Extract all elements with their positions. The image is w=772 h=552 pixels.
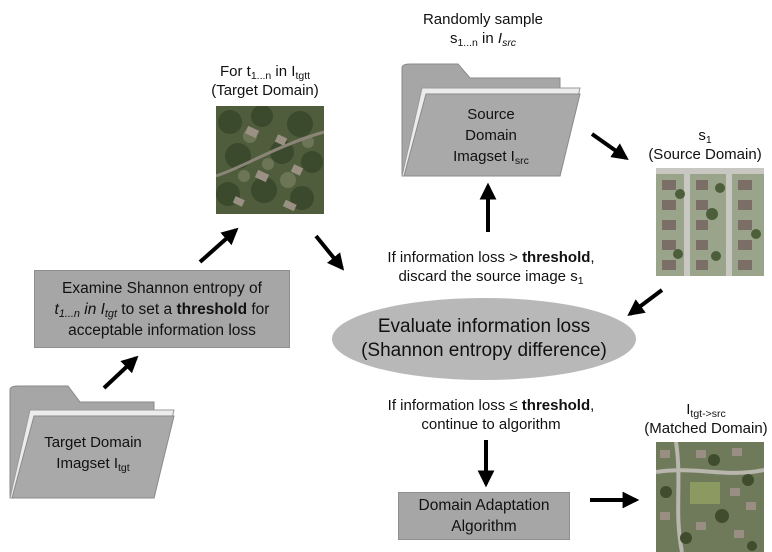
shannon-entropy-box: Examine Shannon entropy of t1...n in Itg… [34,270,290,348]
random-sample-var: I [497,30,503,47]
target-folder-label: Target Domain Imagset Itgt [28,432,158,474]
discard-sub: 1 [577,275,584,287]
matched-label-domain: (Matched Domain) [644,420,768,437]
source-label-domain: (Source Domain) [648,146,762,163]
target-folder-icon [9,385,175,499]
random-sample-label: Randomly sample s1...n in Isrc [398,10,568,48]
source-folder-line1: Source [467,106,515,123]
discard-threshold: threshold [522,249,591,266]
source-label-sub: 1 [705,134,712,146]
shannon-threshold: threshold [176,300,248,318]
source-image-label: s1 (Source Domain) [640,126,770,164]
source-folder-line2: Domain [465,127,517,144]
arrow-source-image-to-evaluate [627,288,664,317]
matched-image-label: Itgt->src (Matched Domain) [640,400,772,438]
continue-threshold: threshold [521,397,591,414]
target-label-sub: 1...n [250,70,272,82]
source-folder-label: Source Domain Imagset Isrc [426,104,556,167]
source-folder-sub: src [514,155,529,167]
shannon-to-set: to set a [116,300,177,318]
discard-condition-text: If information loss > threshold, discard… [356,248,626,286]
shannon-t-sub: 1...n [58,307,80,320]
random-sample-sub: 1...n [457,37,478,49]
target-folder-line1: Target Domain [44,434,142,451]
shannon-line1: Examine Shannon entropy of [62,279,262,297]
discard-line2: discard the source image s [398,268,578,285]
target-label-mid: in I [271,63,296,80]
source-label-s: s [698,127,706,144]
arrow-shannon-to-target-image [198,227,239,264]
target-label-sub2: tgtt [295,70,311,82]
target-domain-image [216,106,324,214]
domain-adaptation-box: Domain Adaptation Algorithm [398,492,570,540]
target-folder-sub: tgt [118,462,130,474]
shannon-for: for [247,300,270,318]
continue-prefix: If information loss ≤ [387,397,522,414]
shannon-in-i: in I [79,300,105,318]
continue-line2: continue to algorithm [421,416,561,433]
evaluate-information-loss-ellipse: Evaluate information loss (Shannon entro… [332,298,636,380]
continue-comma: , [590,397,595,414]
source-folder-icon [401,63,581,177]
arrow-folder-to-shannon [102,355,139,390]
shannon-tgt-sub: tgt [104,307,117,320]
arrow-source-folder-to-source-image [590,132,629,160]
random-sample-in: in [477,30,498,47]
target-folder-line2: Imagset I [56,455,118,472]
arrow-target-image-to-evaluate [314,234,345,271]
domain-adaptation-line2: Algorithm [451,518,517,535]
evaluate-line1: Evaluate information loss [377,316,591,337]
target-image-label: For t1...n in Itgtt (Target Domain) [190,62,340,100]
random-sample-line1: Randomly sample [422,11,544,28]
shannon-line3: acceptable information loss [68,321,256,339]
target-label-prefix: For t [219,63,251,80]
random-sample-s: s [449,30,458,47]
matched-domain-image [656,442,764,552]
continue-condition-text: If information loss ≤ threshold, continu… [356,396,626,434]
discard-comma: , [590,249,595,266]
source-folder-line3: Imagset I [453,148,515,165]
target-label-domain: (Target Domain) [211,82,319,99]
domain-adaptation-line1: Domain Adaptation [418,497,550,514]
shannon-t: t [54,300,59,318]
matched-label-sub: tgt->src [690,408,726,420]
matched-label-i: I [686,401,691,418]
source-domain-image [656,168,764,276]
random-sample-var-sub: src [502,37,517,49]
evaluate-line2: (Shannon entropy difference) [361,340,607,361]
discard-prefix: If information loss > [387,249,523,266]
